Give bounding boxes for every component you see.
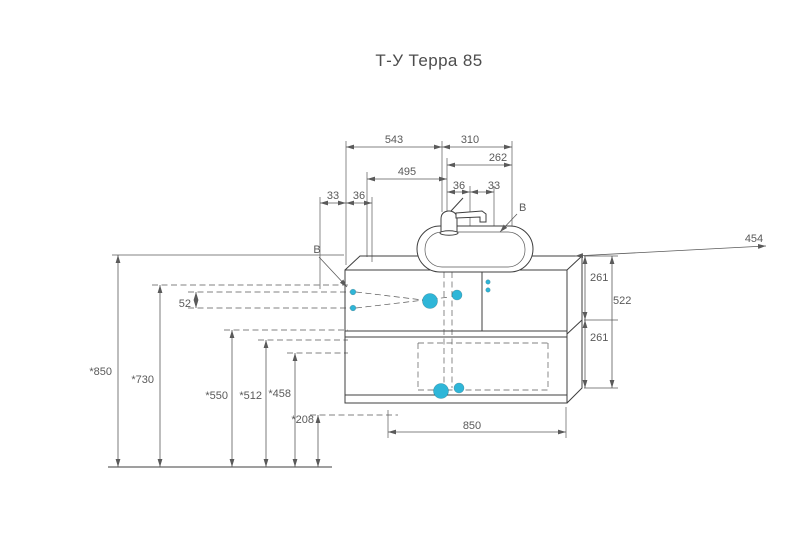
supply-point — [485, 287, 491, 293]
faucet — [439, 197, 487, 236]
drawing-title: Т-У Терра 85 — [375, 51, 482, 70]
dim-label-495: 495 — [398, 166, 416, 178]
dim-label-36-right: 36 — [453, 180, 465, 192]
dim-label-543: 543 — [385, 134, 403, 146]
mount-point — [453, 382, 465, 394]
supply-point — [349, 288, 357, 296]
dim-label-261-top: 261 — [590, 272, 608, 284]
dim-label-458: *458 — [268, 388, 291, 400]
mounting-points — [349, 279, 491, 399]
dimension-labels: 543 310 262 495 36 33 33 36 454 261 522 … — [89, 134, 763, 432]
dim-label-522: 522 — [613, 295, 631, 307]
dim-label-850h: *850 — [89, 366, 112, 378]
faucet-base — [439, 230, 459, 236]
faucet-body — [440, 210, 458, 234]
dim-label-310: 310 — [461, 134, 479, 146]
supply-point — [349, 304, 357, 312]
dim-label-208: *208 — [291, 414, 314, 426]
dim-label-850w: 850 — [463, 420, 481, 432]
view-label-b-right: B — [519, 202, 526, 214]
mount-point — [422, 293, 438, 309]
dim-label-36-left: 36 — [353, 190, 365, 202]
dim-label-33-left: 33 — [327, 190, 339, 202]
mount-point — [433, 383, 449, 399]
dim-label-512: *512 — [239, 390, 262, 402]
view-markers: B B — [313, 202, 526, 288]
dim-label-261-bottom: 261 — [590, 332, 608, 344]
dim-label-550: *550 — [205, 390, 228, 402]
mount-point — [451, 289, 463, 301]
supply-point — [485, 279, 491, 285]
faucet-handle — [450, 197, 464, 212]
cabinet-outline — [344, 255, 584, 404]
dim-label-454: 454 — [745, 233, 763, 245]
sink — [416, 225, 534, 273]
dim-label-262: 262 — [489, 152, 507, 164]
view-label-b-left: B — [313, 244, 320, 256]
dim-label-730: *730 — [131, 374, 154, 386]
dimension-lines — [115, 144, 767, 467]
dim-label-33-right: 33 — [488, 180, 500, 192]
faucet-spout — [455, 210, 487, 223]
depth-dim-line — [574, 244, 767, 258]
dim-label-52: 52 — [179, 298, 191, 310]
